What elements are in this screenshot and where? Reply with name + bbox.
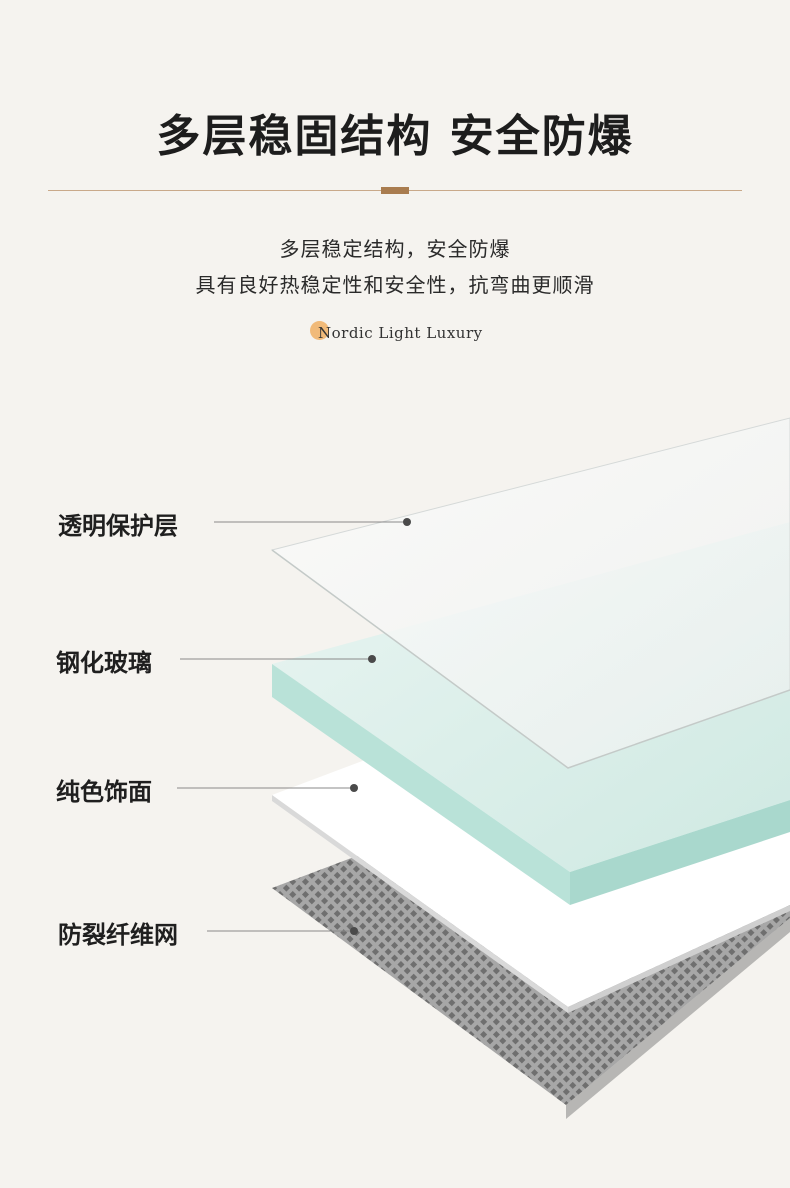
protective-layer	[270, 417, 790, 769]
layer-label-decor: 纯色饰面	[56, 778, 152, 806]
divider-accent	[381, 187, 409, 194]
layer-label-tempered-glass: 钢化玻璃	[56, 649, 152, 677]
tagline: Nordic Light Luxury	[318, 324, 483, 342]
subtitle-line-1: 多层稳定结构，安全防爆	[279, 237, 511, 261]
page-title: 多层稳固结构 安全防爆	[156, 111, 634, 162]
layer-label-fiber-mesh: 防裂纤维网	[58, 921, 178, 949]
leader-dots	[350, 518, 411, 935]
leader-lines	[177, 521, 406, 932]
tagline-dot-icon	[310, 321, 329, 340]
layer-label-protective: 透明保护层	[58, 512, 178, 540]
subtitle-line-2: 具有良好热稳定性和安全性，抗弯曲更顺滑	[195, 273, 595, 297]
